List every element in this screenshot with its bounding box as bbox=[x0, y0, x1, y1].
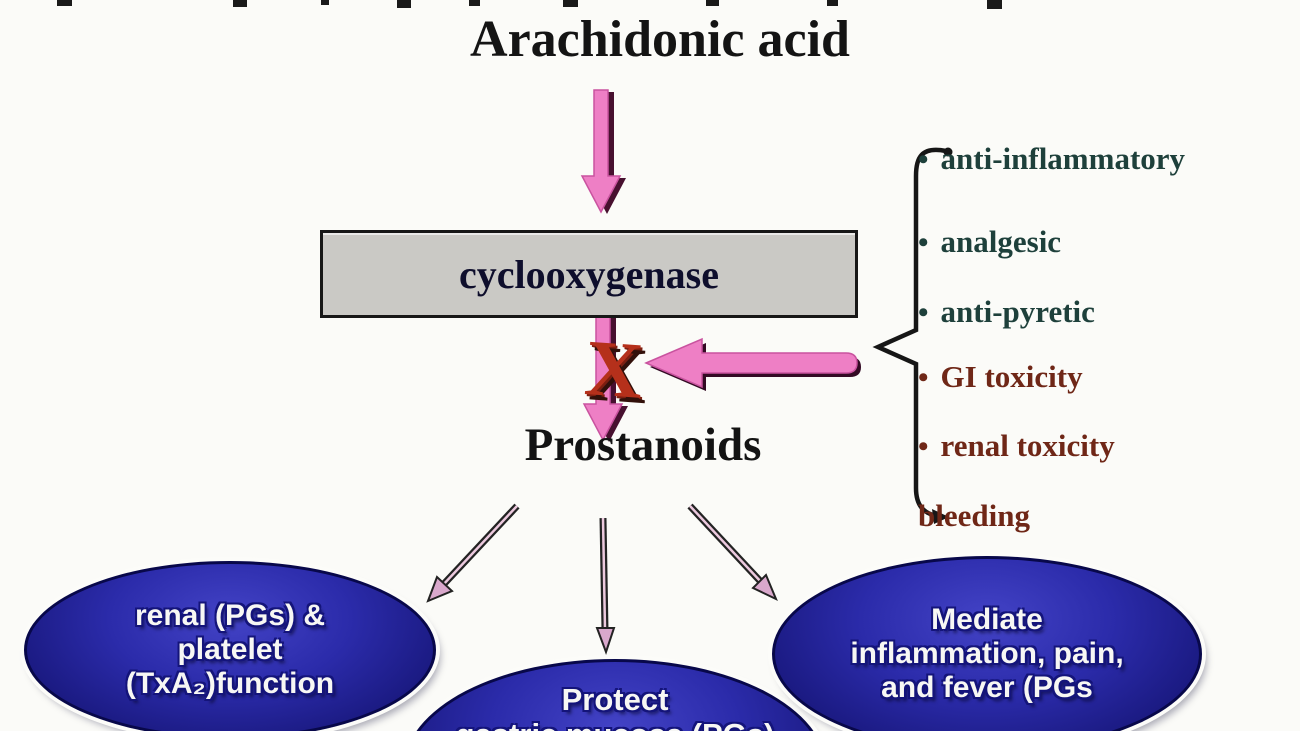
inhibit-arrow bbox=[644, 337, 861, 391]
crop-artifact bbox=[563, 0, 578, 7]
crop-artifact bbox=[321, 0, 329, 5]
outcome-ellipse-protect: Protect gastric mucosa (PGs) bbox=[404, 659, 826, 731]
outcome-line: (TxA₂)function bbox=[125, 667, 335, 701]
outcome-ellipse-renal-platelet: renal (PGs) & platelet (TxA₂)function bbox=[24, 561, 436, 731]
list-item-renal-toxicity: • renal toxicity bbox=[918, 428, 1115, 464]
effects-brace bbox=[872, 147, 953, 524]
effect-label: analgesic bbox=[940, 224, 1062, 259]
cyclooxygenase-label: cyclooxygenase bbox=[459, 251, 719, 297]
effect-label: GI toxicity bbox=[940, 359, 1083, 394]
outcome-ellipse-mediate: Mediate inflammation, pain, and fever (P… bbox=[772, 556, 1202, 731]
bullet-icon: • bbox=[918, 226, 929, 259]
effect-label: anti-pyretic bbox=[940, 294, 1095, 329]
down-arrow-top bbox=[580, 89, 626, 214]
bullet-icon: • bbox=[918, 296, 929, 329]
prostanoids-label: Prostanoids bbox=[524, 419, 762, 471]
bullet-icon: • bbox=[918, 361, 929, 394]
page-title: Arachidonic acid bbox=[470, 11, 850, 68]
outcome-line: Mediate bbox=[931, 602, 1043, 636]
list-item-bleeding: bleeding bbox=[918, 498, 1030, 534]
crop-artifact bbox=[233, 0, 247, 7]
list-item-gi-toxicity: • GI toxicity bbox=[918, 359, 1083, 395]
prostanoid-arrow-right bbox=[687, 503, 778, 602]
outcome-line: inflammation, pain, bbox=[850, 636, 1124, 670]
crop-artifact bbox=[469, 0, 480, 6]
effect-label: bleeding bbox=[918, 498, 1030, 533]
brace-top-dot bbox=[943, 147, 953, 157]
effect-label: renal toxicity bbox=[940, 428, 1115, 463]
crop-artifact bbox=[57, 0, 72, 6]
crop-artifact bbox=[987, 0, 1002, 9]
outcome-line: gastric mucosa (PGs) bbox=[456, 717, 775, 731]
outcome-line: renal (PGs) & bbox=[134, 598, 326, 632]
crop-artifact bbox=[827, 0, 838, 6]
outcome-line: and fever (PGs bbox=[881, 671, 1093, 705]
bullet-icon: • bbox=[918, 143, 929, 176]
prostanoid-arrow-left bbox=[426, 503, 520, 603]
bullet-icon: • bbox=[918, 430, 929, 463]
down-arrow-blocked bbox=[582, 315, 628, 442]
effect-label: anti-inflammatory bbox=[940, 141, 1186, 176]
list-item-analgesic: • analgesic bbox=[918, 224, 1061, 260]
crop-artifact bbox=[397, 0, 411, 8]
outcome-line: Protect bbox=[561, 682, 669, 717]
crop-artifact bbox=[706, 0, 719, 6]
prostanoid-arrow-middle bbox=[595, 517, 616, 655]
brace-bottom-arrowhead bbox=[932, 509, 949, 524]
cyclooxygenase-box: cyclooxygenase bbox=[320, 230, 858, 318]
inhibition-x-mark: X bbox=[582, 324, 646, 416]
list-item-anti-inflammatory: • anti-inflammatory bbox=[918, 141, 1185, 177]
list-item-anti-pyretic: • anti-pyretic bbox=[918, 294, 1095, 330]
outcome-line: platelet bbox=[177, 632, 283, 666]
